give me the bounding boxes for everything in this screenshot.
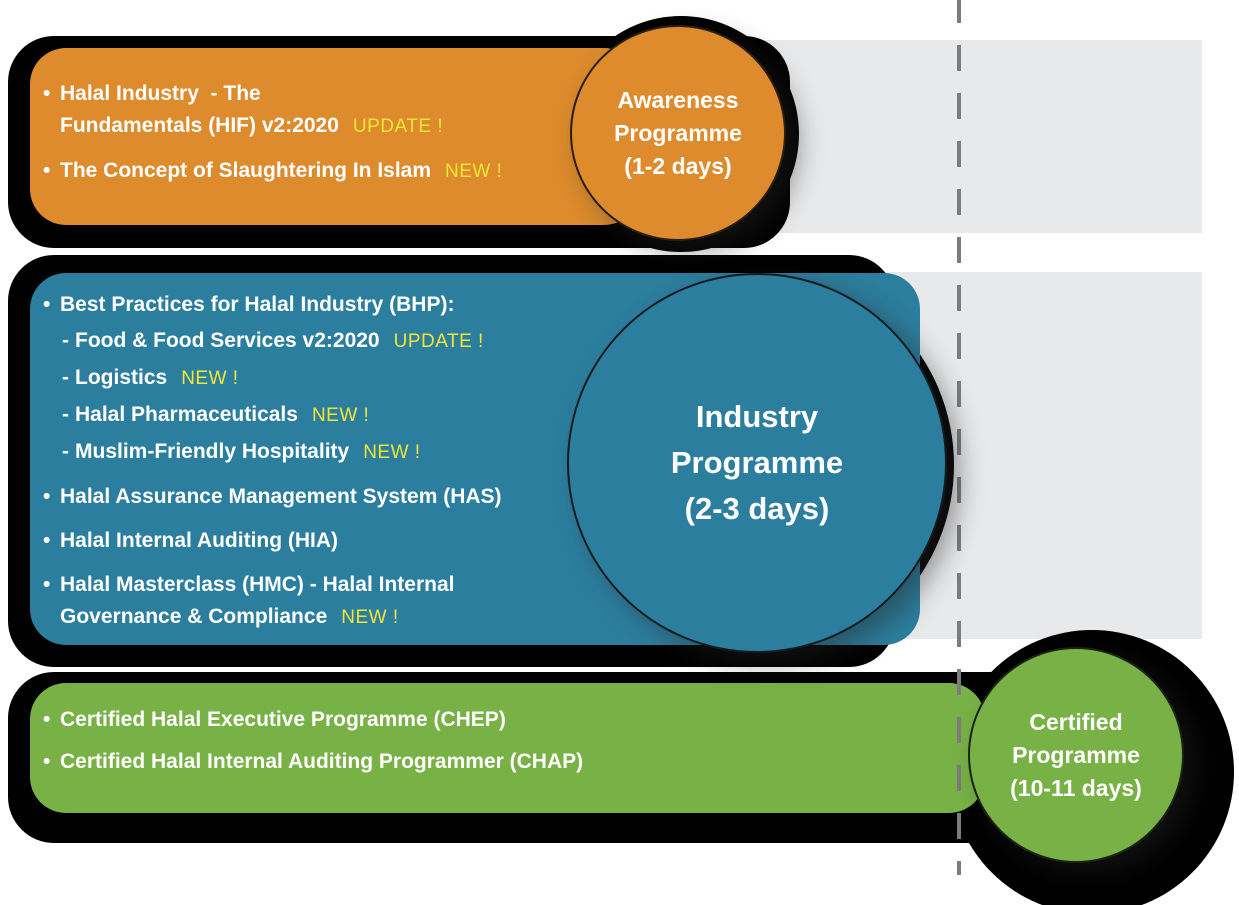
list-item: • Best Practices for Halal Industry (BHP)… (43, 290, 920, 320)
awareness-circle: Awareness Programme (1-2 days) (570, 25, 786, 241)
list-item: • Halal Masterclass (HMC) - Halal Interna… (43, 570, 920, 600)
list-item: • Halal Industry - The (43, 79, 640, 109)
list-item: • Certified Halal Internal Auditing Progr… (43, 747, 985, 777)
bullet-icon: • (43, 82, 51, 105)
bullet-icon: • (43, 159, 51, 182)
list-item-continuation: Governance & Compliance NEW ! (43, 602, 920, 633)
item-text: Halal Industry - The (60, 82, 261, 105)
dash-icon: - (62, 329, 69, 352)
new-badge: NEW ! (363, 442, 421, 463)
timeline-dashed-line (957, 0, 961, 875)
list-item: • Certified Halal Executive Programme (CH… (43, 705, 985, 735)
item-text: Fundamentals (HIF) v2:2020 (60, 114, 339, 137)
item-text: Muslim-Friendly Hospitality (75, 440, 350, 463)
list-subitem: -Halal Pharmaceuticals NEW ! (43, 400, 920, 431)
item-text: Certified Halal Internal Auditing Progra… (60, 750, 584, 773)
awareness-panel: • Halal Industry - The Fundamentals (HIF)… (30, 48, 640, 225)
bullet-icon: • (43, 293, 51, 316)
list-item: • Halal Internal Auditing (HIA) (43, 526, 920, 556)
list-item: • The Concept of Slaughtering In Islam NEW… (43, 156, 640, 187)
dash-icon: - (62, 440, 69, 463)
new-badge: NEW ! (311, 405, 370, 426)
list-subitem: -Food & Food Services v2:2020 UPDATE ! (43, 326, 920, 357)
bullet-icon: • (43, 529, 51, 552)
item-text: Certified Halal Executive Programme (CHE… (60, 708, 506, 731)
circle-label: Industry Programme (2-3 days) (670, 399, 844, 526)
circle-label: Certified Programme (10-11 days) (1010, 708, 1142, 801)
item-text: Best Practices for Halal Industry (BHP): (60, 293, 455, 316)
list-item-continuation: Fundamentals (HIF) v2:2020 UPDATE ! (43, 111, 640, 142)
bullet-icon: • (43, 573, 51, 596)
item-text: Halal Internal Auditing (HIA) (60, 529, 339, 552)
new-badge: NEW ! (341, 607, 399, 628)
bullet-icon: • (43, 750, 51, 773)
list-subitem: -Logistics NEW ! (43, 363, 920, 394)
item-text: Food & Food Services v2:2020 (75, 329, 380, 352)
new-badge: NEW ! (181, 368, 239, 389)
bullet-icon: • (43, 708, 51, 731)
item-text: Halal Masterclass (HMC) - Halal Internal (60, 573, 455, 596)
dash-icon: - (62, 403, 69, 426)
item-text: Logistics (75, 366, 168, 389)
item-text: Halal Pharmaceuticals (75, 403, 298, 426)
update-badge: UPDATE ! (352, 116, 444, 137)
item-text: Governance & Compliance (60, 605, 328, 628)
item-text: Halal Assurance Management System (HAS) (60, 485, 502, 508)
item-text: The Concept of Slaughtering In Islam (60, 159, 432, 182)
new-badge: NEW ! (445, 161, 503, 182)
list-subitem: -Muslim-Friendly Hospitality NEW ! (43, 437, 920, 468)
certified-circle: Certified Programme (10-11 days) (968, 647, 1184, 863)
update-badge: UPDATE ! (393, 331, 484, 352)
dash-icon: - (62, 366, 69, 389)
bullet-icon: • (43, 485, 51, 508)
circle-label: Awareness Programme (1-2 days) (614, 86, 742, 179)
industry-circle: Industry Programme (2-3 days) (567, 273, 947, 653)
list-item: • Halal Assurance Management System (HAS) (43, 482, 920, 512)
certified-panel: • Certified Halal Executive Programme (CH… (30, 683, 985, 813)
